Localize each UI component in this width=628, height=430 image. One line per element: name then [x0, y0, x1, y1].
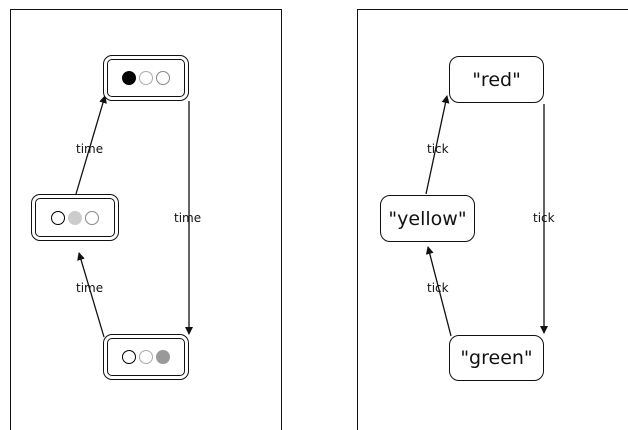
edge-yellow-to-red	[425, 95, 450, 195]
state-yellow: "yellow"	[380, 195, 475, 242]
state-red: "red"	[449, 56, 544, 103]
traffic-light-bottom	[103, 334, 189, 380]
lamp-2	[139, 71, 153, 85]
lamp-1	[122, 71, 136, 85]
lamp-3	[156, 350, 170, 364]
lamp-1	[122, 350, 136, 364]
edge-label-bottom-to-middle: time	[76, 281, 104, 295]
lamp-2	[139, 350, 153, 364]
edge-label-top-to-bottom: time	[174, 211, 202, 225]
edge-bottom-to-middle	[77, 252, 105, 338]
traffic-light-top	[103, 55, 189, 101]
state-green: "green"	[449, 335, 544, 381]
lamp-1	[51, 210, 65, 225]
edge-label-red-to-green: tick	[533, 211, 555, 225]
traffic-light-middle	[31, 194, 119, 241]
edge-middle-to-top	[75, 95, 107, 195]
lamp-3	[156, 71, 170, 85]
edge-label-green-to-yellow: tick	[427, 281, 449, 295]
edge-green-to-yellow	[425, 246, 452, 337]
lamp-2	[68, 210, 82, 225]
lamp-3	[85, 210, 99, 225]
edge-label-yellow-to-red: tick	[427, 142, 449, 156]
edge-label-middle-to-top: time	[76, 142, 104, 156]
